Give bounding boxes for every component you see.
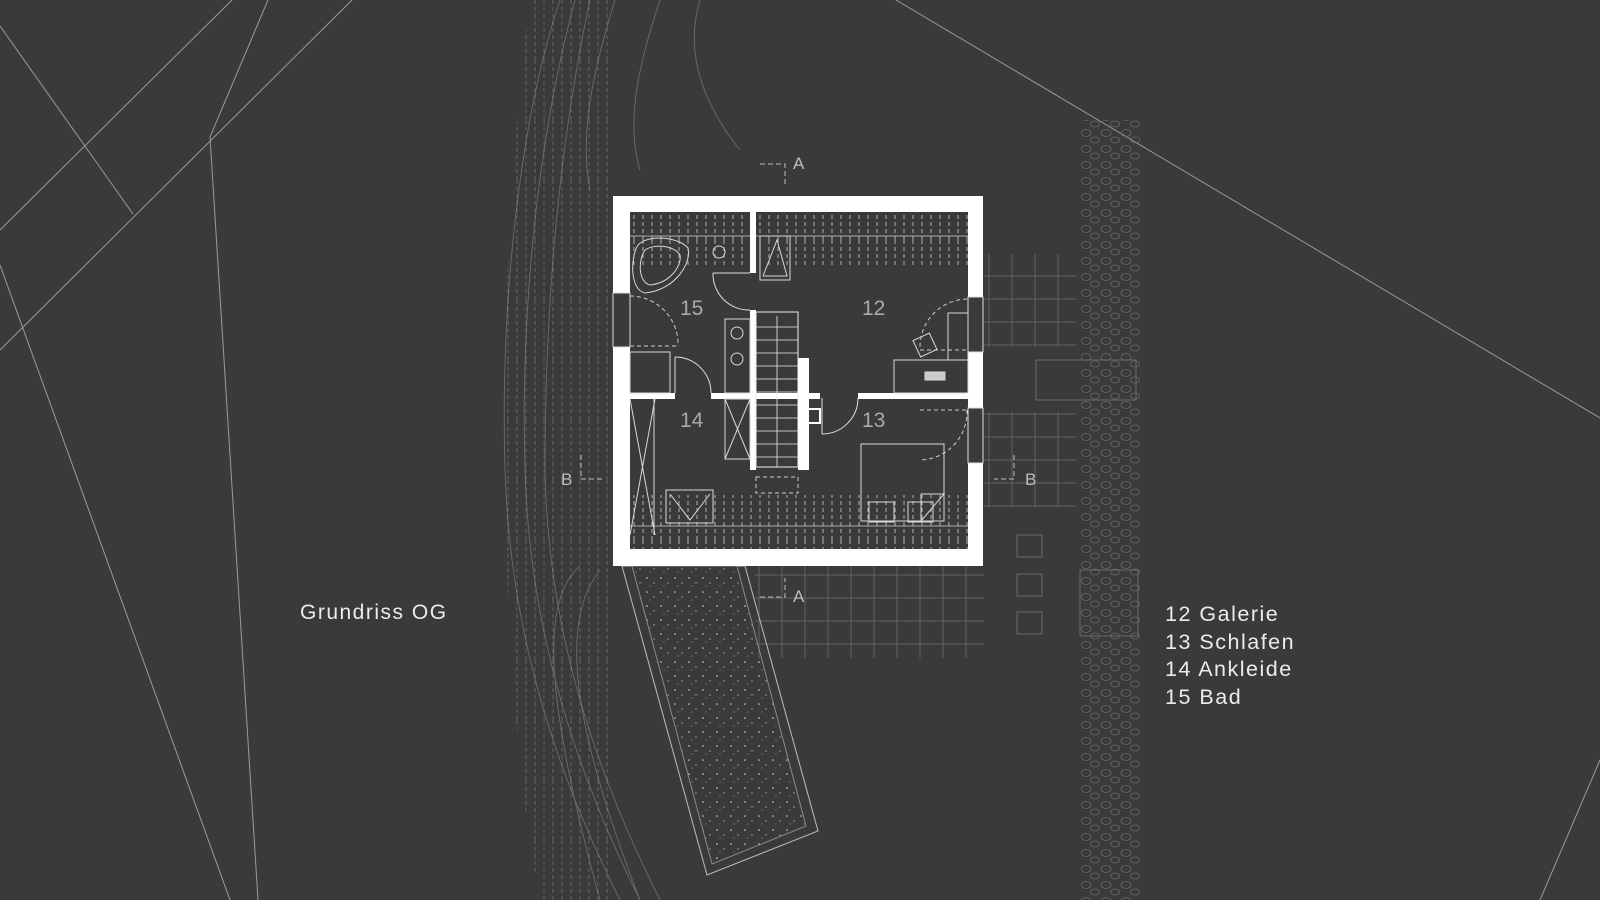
room-label-12: 12 <box>862 297 886 320</box>
legend-item: 12 Galerie <box>1165 601 1295 629</box>
cobble-strip <box>1081 120 1141 900</box>
legend-number: 13 <box>1165 629 1192 654</box>
room-legend: 12 Galerie 13 Schlafen 14 Ankleide 15 Ba… <box>1165 601 1295 711</box>
entrance-tiles <box>755 566 984 658</box>
legend-name: Ankleide <box>1198 657 1293 682</box>
terrace-tiles-upper <box>984 254 1076 347</box>
drawing-title: Grundriss OG <box>300 601 448 624</box>
room-label-13: 13 <box>862 409 886 432</box>
legend-number: 12 <box>1165 602 1192 626</box>
terrace-tiles-lower <box>984 412 1076 507</box>
room-label-15: 15 <box>680 297 704 320</box>
legend-name: Schlafen <box>1199 629 1296 654</box>
section-marker-a-top: A <box>793 154 805 173</box>
section-marker-b-right: B <box>1025 470 1037 489</box>
section-marker-b-left: B <box>561 470 573 489</box>
hatched-slope <box>504 0 612 900</box>
legend-name: Bad <box>1199 684 1243 709</box>
legend-item: 15 Bad <box>1165 684 1295 712</box>
steps <box>1016 359 1139 637</box>
legend-number: 15 <box>1165 684 1192 709</box>
section-marker-a-bottom: A <box>793 587 805 606</box>
legend-name: Galerie <box>1199 602 1280 626</box>
house-outline <box>612 196 984 566</box>
section-lines <box>580 163 1015 598</box>
room-label-14: 14 <box>680 409 704 432</box>
legend-item: 14 Ankleide <box>1165 656 1295 684</box>
legend-item: 13 Schlafen <box>1165 629 1295 657</box>
legend-number: 14 <box>1165 657 1192 682</box>
